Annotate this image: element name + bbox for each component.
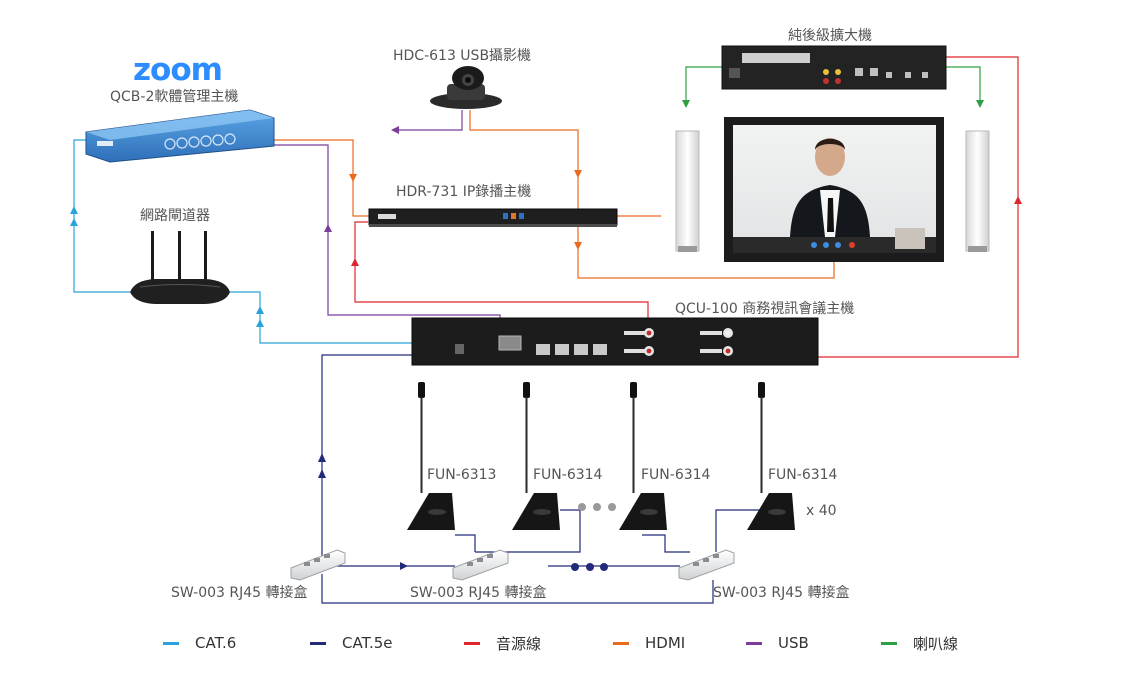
ip-recorder bbox=[368, 208, 618, 227]
qcb-label: QCB-2軟體管理主機 bbox=[110, 89, 239, 105]
mic-3-label: FUN-6314 bbox=[641, 467, 711, 483]
legend-item-cat5e: CAT.5e bbox=[310, 633, 393, 653]
legend-label-cat5e: CAT.5e bbox=[342, 634, 393, 652]
router-label: 網路閘道器 bbox=[140, 208, 210, 224]
mic-1-label: FUN-6313 bbox=[427, 467, 497, 483]
power-amplifier bbox=[721, 45, 947, 90]
qcu-label: QCU-100 商務視訊會議主機 bbox=[675, 301, 855, 317]
video-display bbox=[724, 117, 944, 262]
legend-label-cat6: CAT.6 bbox=[195, 634, 237, 652]
qcu-main-unit bbox=[411, 317, 819, 366]
speaker-right bbox=[965, 130, 990, 252]
recorder-label: HDR-731 IP錄播主機 bbox=[396, 184, 532, 200]
qcb-server bbox=[85, 109, 275, 163]
junction-box-1-label: SW-003 RJ45 轉接盒 bbox=[171, 585, 308, 601]
more-mics-dots bbox=[578, 503, 616, 511]
legend-swatch-cat5e bbox=[310, 641, 326, 645]
legend-swatch-usb bbox=[746, 641, 762, 645]
microphone-2 bbox=[512, 382, 560, 530]
legend-item-hdmi: HDMI bbox=[613, 633, 685, 653]
microphone-3 bbox=[619, 382, 667, 530]
hdmi-wires bbox=[274, 110, 835, 279]
junction-box-2-label: SW-003 RJ45 轉接盒 bbox=[410, 585, 547, 601]
amplifier-label: 純後級擴大機 bbox=[788, 28, 872, 44]
mic-2-label: FUN-6314 bbox=[533, 467, 603, 483]
camera-label: HDC-613 USB攝影機 bbox=[393, 48, 532, 64]
junction-box-1 bbox=[290, 549, 346, 581]
legend-item-usb: USB bbox=[746, 633, 809, 653]
legend-label-audio: 音源線 bbox=[496, 634, 542, 653]
legend-swatch-audio bbox=[464, 641, 480, 645]
junction-box-3-label: SW-003 RJ45 轉接盒 bbox=[713, 585, 850, 601]
legend-item-speaker: 喇叭線 bbox=[881, 633, 958, 653]
speaker-wires bbox=[682, 66, 984, 108]
zoom-logo: zoom bbox=[133, 52, 223, 88]
legend-swatch-speaker bbox=[881, 641, 897, 645]
junction-box-2 bbox=[452, 549, 509, 581]
junction-box-3 bbox=[678, 549, 735, 581]
speaker-left bbox=[675, 130, 700, 252]
mic-count-label: x 40 bbox=[806, 503, 837, 519]
legend-label-speaker: 喇叭線 bbox=[913, 634, 959, 653]
legend-label-usb: USB bbox=[778, 634, 809, 652]
legend-label-hdmi: HDMI bbox=[645, 634, 686, 652]
ptz-camera bbox=[430, 66, 502, 109]
network-router bbox=[130, 231, 230, 304]
mic-4-label: FUN-6314 bbox=[768, 467, 838, 483]
cat5e-wires bbox=[318, 354, 770, 604]
cat6-wires bbox=[70, 139, 505, 344]
audio-wires bbox=[351, 56, 1022, 358]
legend-swatch-hdmi bbox=[613, 641, 629, 645]
legend-item-audio: 音源線 bbox=[464, 633, 541, 653]
microphone-4 bbox=[747, 382, 795, 530]
microphone-1 bbox=[407, 382, 455, 530]
legend-item-cat6: CAT.6 bbox=[163, 633, 236, 653]
legend-swatch-cat6 bbox=[163, 641, 179, 645]
